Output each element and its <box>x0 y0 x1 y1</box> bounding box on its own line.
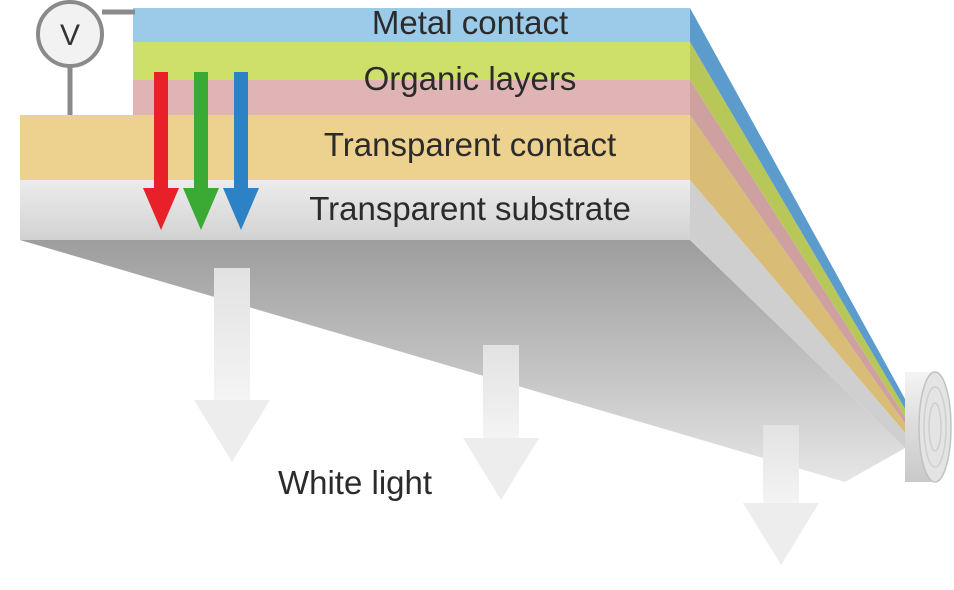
red-arrow <box>143 72 179 230</box>
voltmeter: V <box>36 0 104 68</box>
circuit-wire <box>67 9 135 115</box>
substrate-layer <box>20 180 690 240</box>
white-light-arrow-2 <box>463 345 539 500</box>
organic-layer-bottom <box>133 80 690 115</box>
voltmeter-symbol: V <box>60 19 80 52</box>
transparent-contact-layer <box>20 115 690 180</box>
transparent-contact-label: Transparent contact <box>324 126 616 163</box>
metal-contact-label: Metal contact <box>372 4 568 41</box>
metal-contact-layer <box>133 8 690 42</box>
green-arrow <box>183 72 219 230</box>
rolled-substrate <box>905 371 952 483</box>
organic-layers-label: Organic layers <box>364 60 577 97</box>
metal-contact-side <box>690 8 932 448</box>
white-light-label: White light <box>278 464 432 501</box>
emission-arrows <box>143 72 259 230</box>
white-light-arrow-1 <box>194 268 270 462</box>
transparent-substrate-label: Transparent substrate <box>309 190 631 227</box>
white-light-arrows <box>194 268 819 565</box>
organic-layer-top <box>133 42 690 80</box>
white-light-arrow-3 <box>743 425 819 565</box>
blue-arrow <box>223 72 259 230</box>
